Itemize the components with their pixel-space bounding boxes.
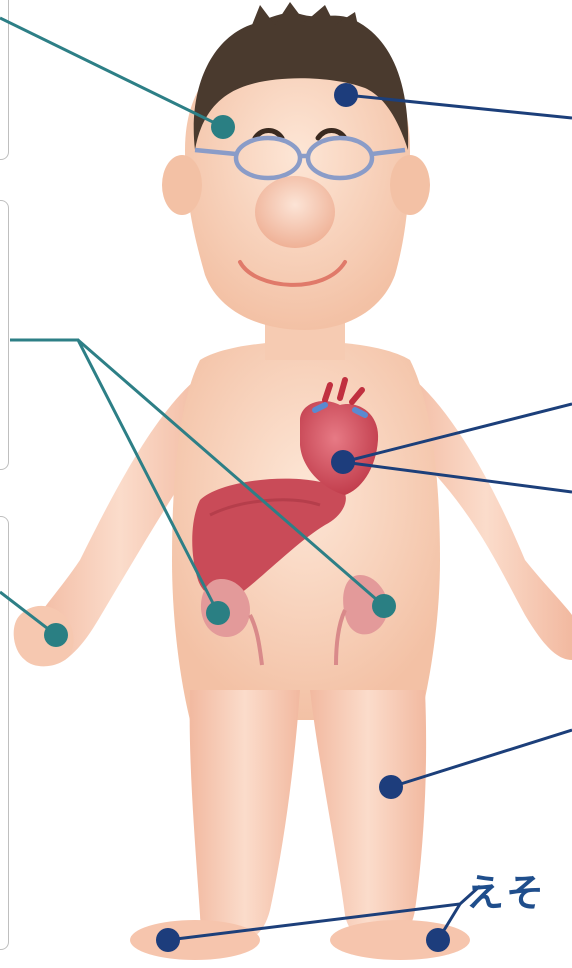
nose xyxy=(255,176,335,248)
left-leg xyxy=(190,690,300,943)
right-leg xyxy=(310,690,426,942)
right-ear xyxy=(390,155,430,215)
marker-leg xyxy=(379,775,403,799)
marker-kidney-right xyxy=(372,594,396,618)
marker-eye xyxy=(211,115,235,139)
marker-foot-left xyxy=(156,928,180,952)
marker-brain xyxy=(334,83,358,107)
marker-foot-right xyxy=(426,928,450,952)
left-ear xyxy=(162,155,202,215)
marker-kidney-left xyxy=(206,601,230,625)
marker-hand xyxy=(44,623,68,647)
left-foot xyxy=(130,920,260,960)
callout-label-eso: えそ xyxy=(466,862,546,917)
marker-heart xyxy=(331,450,355,474)
